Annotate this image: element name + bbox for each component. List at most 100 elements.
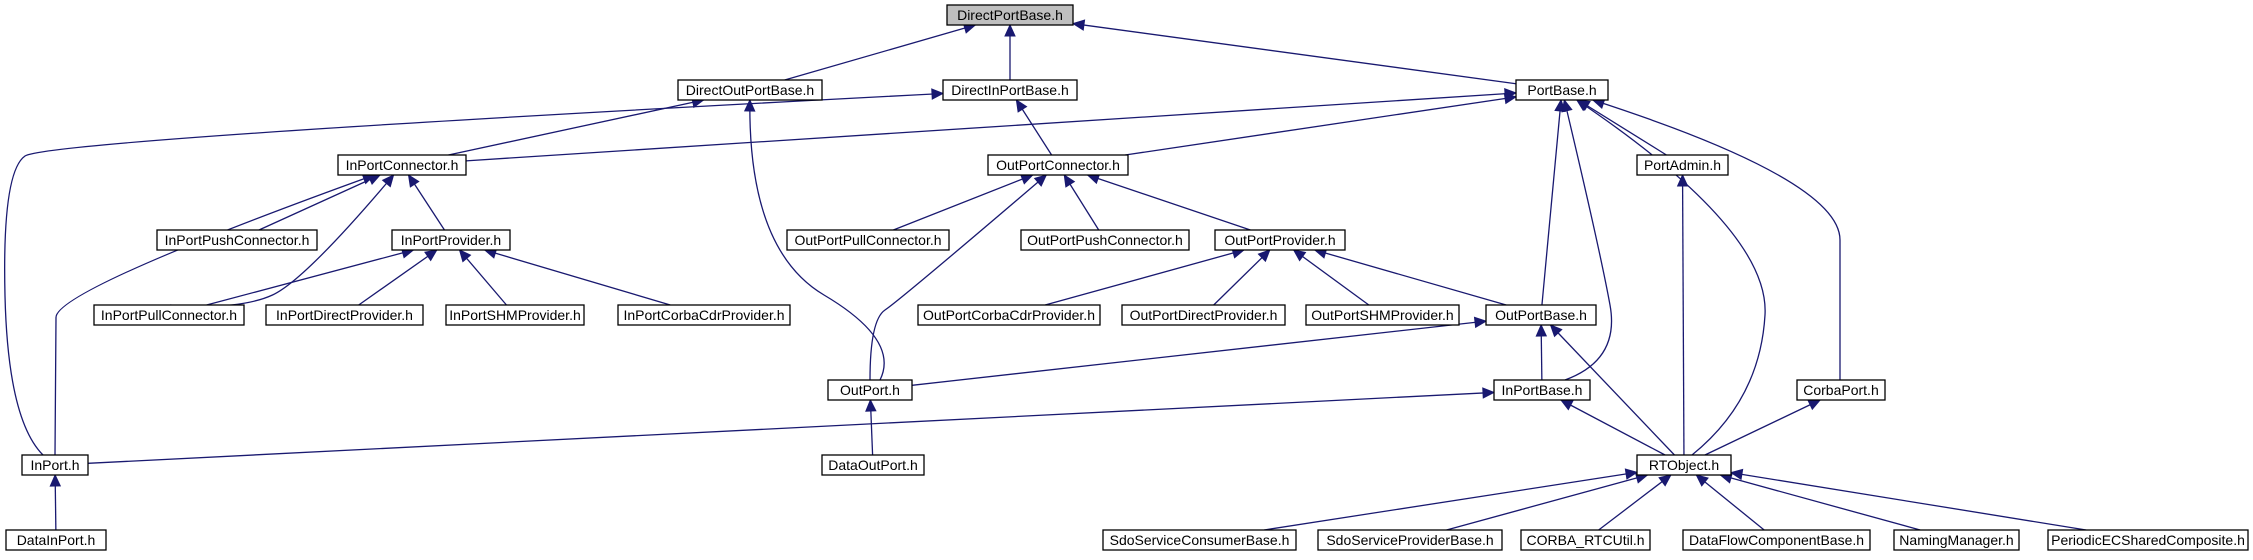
edge-RTObject-to-PortAdmin xyxy=(1676,173,1689,456)
node-PortAdmin[interactable]: PortAdmin.h xyxy=(1636,154,1729,176)
edge-line xyxy=(1541,99,1562,306)
edge-line xyxy=(87,391,1495,464)
edge-line xyxy=(1560,399,1666,456)
edge-line xyxy=(1730,471,2087,531)
edge-line xyxy=(1072,22,1517,85)
node-DataFlowComponentBase[interactable]: DataFlowComponentBase.h xyxy=(1682,529,1871,551)
edge-OutPortConnector-to-PortBase xyxy=(1125,92,1518,156)
edge-InPortProvider-to-InPortConnector xyxy=(407,173,446,231)
edge-OutPortDirectProvider-to-OutPortProvider xyxy=(1213,249,1271,306)
node-label: CORBA_RTCUtil.h xyxy=(1527,532,1645,548)
node-box xyxy=(917,304,1101,326)
node-label: DataFlowComponentBase.h xyxy=(1689,532,1864,548)
node-OutPortSHMProvider[interactable]: OutPortSHMProvider.h xyxy=(1305,304,1460,326)
node-DataOutPort[interactable]: DataOutPort.h xyxy=(821,454,925,476)
node-label: InPortCorbaCdrProvider.h xyxy=(623,307,784,323)
node-OutPortConnector[interactable]: OutPortConnector.h xyxy=(987,154,1129,176)
node-DirectPortBase[interactable]: DirectPortBase.h xyxy=(946,4,1074,26)
node-RTObject[interactable]: RTObject.h xyxy=(1636,454,1732,476)
node-label: NamingManager.h xyxy=(1899,532,2013,548)
edge-RTObject-to-CorbaPort xyxy=(1704,399,1822,456)
arrowhead-icon xyxy=(407,173,420,188)
node-label: InPortBase.h xyxy=(1502,382,1583,398)
edge-OutPortCorbaCdrProvider-to-OutPortProvider xyxy=(1044,247,1246,306)
node-label: SdoServiceConsumerBase.h xyxy=(1110,532,1290,548)
arrowhead-icon xyxy=(458,249,472,263)
node-PeriodicECSharedComposite[interactable]: PeriodicECSharedComposite.h xyxy=(2047,529,2249,551)
arrowhead-icon xyxy=(49,473,62,487)
node-SdoServiceConsumerBase[interactable]: SdoServiceConsumerBase.h xyxy=(1102,529,1297,551)
node-InPort[interactable]: InPort.h xyxy=(21,454,89,476)
arrowhead-icon xyxy=(381,174,395,188)
node-CORBA_RTCUtil[interactable]: CORBA_RTCUtil.h xyxy=(1520,529,1651,551)
edge-line xyxy=(1695,474,1765,531)
edge-SdoServiceConsumerBase-to-RTObject xyxy=(1264,468,1639,531)
node-DirectInPortBase[interactable]: DirectInPortBase.h xyxy=(942,79,1078,101)
edge-InPort-to-InPortBase xyxy=(87,387,1496,464)
node-DataInPort[interactable]: DataInPort.h xyxy=(5,529,107,551)
edge-line xyxy=(1293,249,1370,306)
node-box xyxy=(93,304,245,326)
node-InPortBase[interactable]: InPortBase.h xyxy=(1493,379,1591,401)
edge-line xyxy=(1125,96,1517,156)
node-NamingManager[interactable]: NamingManager.h xyxy=(1893,529,2020,551)
node-box xyxy=(1020,229,1190,251)
node-OutPortPullConnector[interactable]: OutPortPullConnector.h xyxy=(786,229,950,251)
node-InPortPushConnector[interactable]: InPortPushConnector.h xyxy=(156,229,318,251)
node-SdoServiceProviderBase[interactable]: SdoServiceProviderBase.h xyxy=(1317,529,1503,551)
edge-line xyxy=(4,92,944,456)
edge-line xyxy=(484,249,671,306)
node-OutPortBase[interactable]: OutPortBase.h xyxy=(1485,304,1597,326)
node-label: OutPortProvider.h xyxy=(1224,232,1335,248)
node-CorbaPort[interactable]: CorbaPort.h xyxy=(1796,379,1886,401)
edge-DirectInPortBase-to-DirectPortBase xyxy=(1004,23,1016,80)
node-InPortConnector[interactable]: InPortConnector.h xyxy=(337,154,467,176)
node-InPortProvider[interactable]: InPortProvider.h xyxy=(391,229,511,251)
node-label: InPortSHMProvider.h xyxy=(449,307,581,323)
edge-line xyxy=(1592,99,1841,381)
node-box xyxy=(617,304,791,326)
node-OutPortProvider[interactable]: OutPortProvider.h xyxy=(1214,229,1346,251)
node-label: SdoServiceProviderBase.h xyxy=(1326,532,1493,548)
arrowhead-icon xyxy=(1071,19,1086,31)
edge-line xyxy=(358,249,438,306)
edge-DirectOutPortBase-to-DirectPortBase xyxy=(784,22,977,81)
node-PortBase[interactable]: PortBase.h xyxy=(1515,79,1609,101)
edge-InPortConnector-to-DirectOutPortBase xyxy=(448,96,705,156)
node-label: DataInPort.h xyxy=(17,532,96,548)
node-box xyxy=(677,79,823,101)
node-InPortCorbaCdrProvider[interactable]: InPortCorbaCdrProvider.h xyxy=(617,304,791,326)
node-InPortPullConnector[interactable]: InPortPullConnector.h xyxy=(93,304,245,326)
node-OutPortPushConnector[interactable]: OutPortPushConnector.h xyxy=(1020,229,1190,251)
node-label: OutPort.h xyxy=(840,382,900,398)
node-OutPortCorbaCdrProvider[interactable]: OutPortCorbaCdrProvider.h xyxy=(917,304,1101,326)
node-label: DataOutPort.h xyxy=(828,457,918,473)
edge-line xyxy=(1446,474,1648,531)
node-DirectOutPortBase[interactable]: DirectOutPortBase.h xyxy=(677,79,823,101)
node-OutPort[interactable]: OutPort.h xyxy=(827,379,913,401)
edge-line xyxy=(1598,474,1672,531)
edge-CorbaPort-to-PortBase xyxy=(1591,98,1841,381)
node-InPortSHMProvider[interactable]: InPortSHMProvider.h xyxy=(445,304,585,326)
edge-PeriodicECSharedComposite-to-RTObject xyxy=(1729,468,2087,531)
node-label: InPort.h xyxy=(30,457,79,473)
edge-line xyxy=(784,24,976,81)
edge-PortBase-to-DirectPortBase xyxy=(1071,19,1517,85)
node-InPortDirectProvider[interactable]: InPortDirectProvider.h xyxy=(265,304,424,326)
node-box xyxy=(156,229,318,251)
node-OutPortDirectProvider[interactable]: OutPortDirectProvider.h xyxy=(1121,304,1286,326)
node-box xyxy=(946,4,1074,26)
node-box xyxy=(21,454,89,476)
edge-NamingManager-to-RTObject xyxy=(1719,472,1921,531)
edge-line xyxy=(1550,324,1675,456)
arrowhead-icon xyxy=(1624,468,1639,480)
arrowhead-icon xyxy=(1561,98,1573,113)
arrowhead-icon xyxy=(1063,173,1076,188)
edge-line xyxy=(1213,249,1271,306)
edge-OutPortBase-to-PortBase xyxy=(1541,98,1566,306)
node-box xyxy=(1520,529,1651,551)
edge-line xyxy=(1720,474,1921,531)
node-box xyxy=(1317,529,1503,551)
node-box xyxy=(1893,529,2020,551)
